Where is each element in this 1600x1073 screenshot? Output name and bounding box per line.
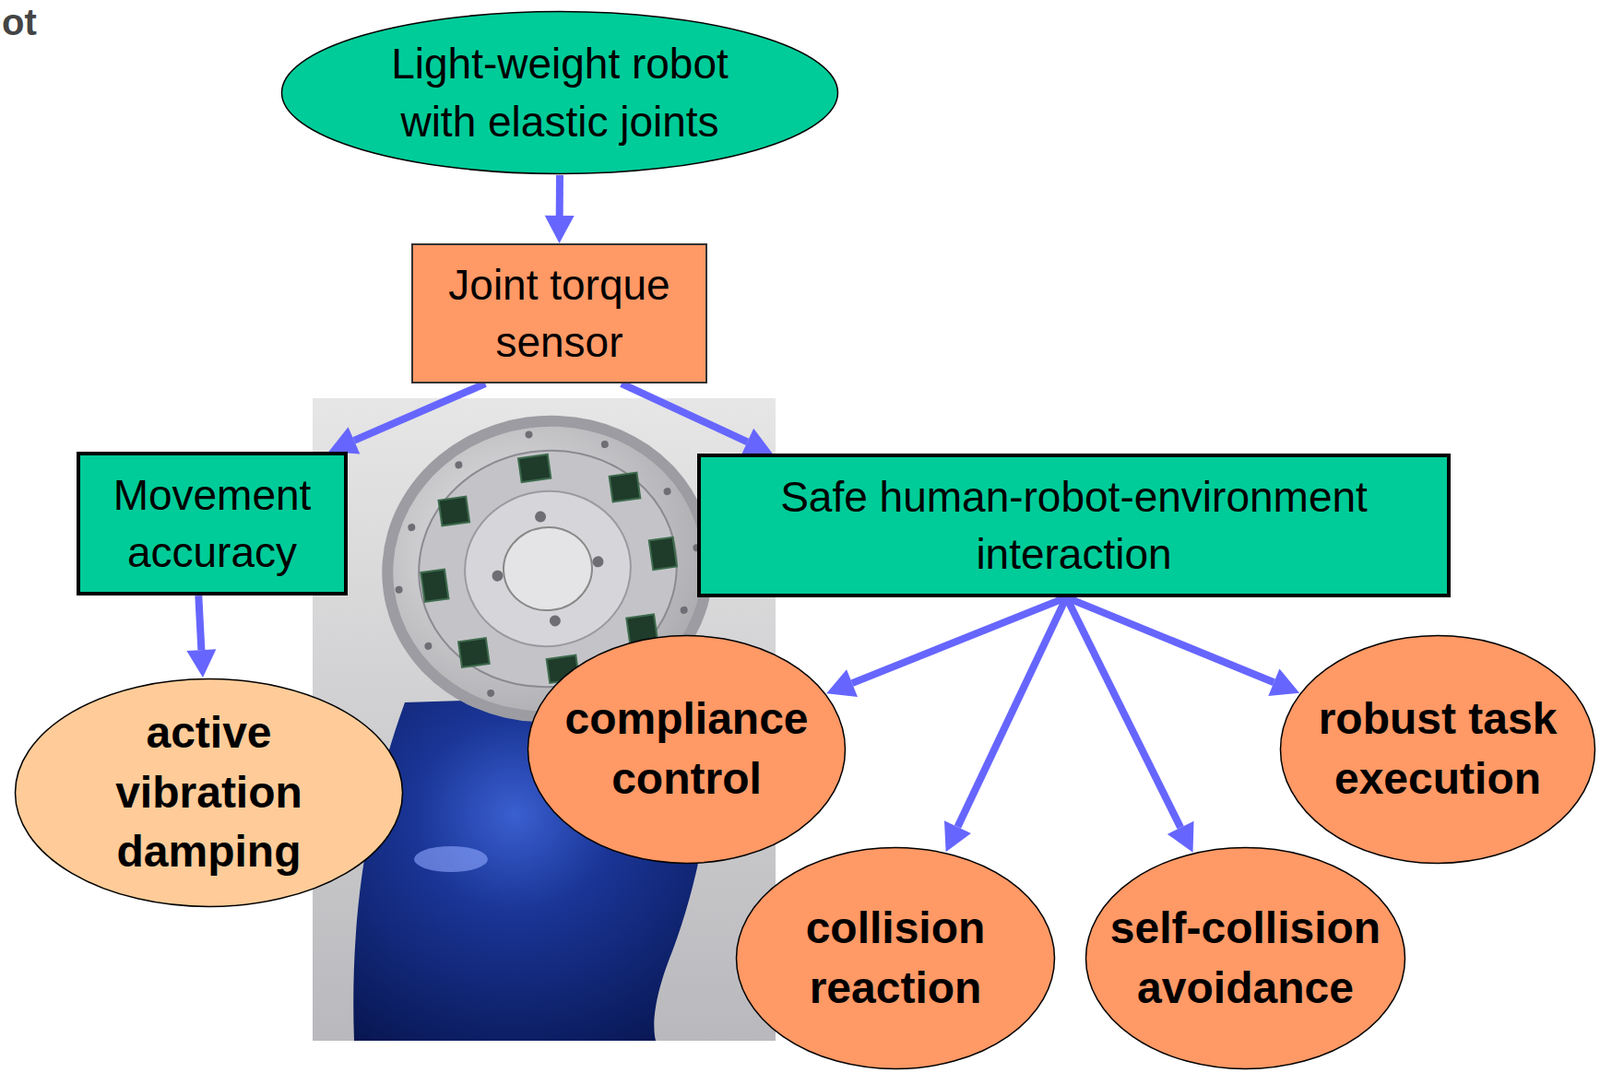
node-text: active vibration damping	[115, 708, 303, 878]
arrow-shaft	[1066, 597, 1181, 829]
arrow-shaft	[621, 383, 748, 442]
gauge-board	[609, 473, 641, 503]
disc-hub	[454, 480, 641, 657]
bolt-hole	[454, 461, 463, 470]
ellipse-outline	[526, 634, 847, 866]
node-text-block: active vibration damping	[89, 703, 330, 883]
node-text-block: Movement accuracy	[87, 466, 337, 581]
feature-ellipse: active vibration damping	[13, 677, 404, 909]
node-text-block: Safe human-robot-environment interaction	[733, 468, 1416, 583]
ellipse-shape	[282, 11, 839, 175]
root-ellipse: Light-weight robot with elastic joints	[280, 10, 840, 176]
ellipse-shape	[528, 636, 846, 865]
feature-ellipse: robust task execution	[1279, 634, 1597, 866]
arrow-shaft	[556, 175, 564, 216]
arrow-head	[944, 820, 972, 853]
arrow-shaft	[957, 597, 1067, 828]
bolt-hole	[663, 487, 672, 497]
gauge-board	[420, 569, 449, 603]
node-text: Movement accuracy	[113, 471, 312, 577]
flow-arrow	[944, 597, 1067, 853]
bolt-hole	[394, 585, 403, 594]
arrow-head	[545, 215, 575, 244]
bolt-hole	[592, 556, 605, 569]
goal-box: Safe human-robot-environment interaction	[697, 453, 1451, 598]
gauge-board	[518, 454, 551, 483]
node-text: Light-weight robot with elastic joints	[391, 39, 729, 145]
arrow-head	[328, 426, 360, 454]
flow-arrow	[1066, 597, 1194, 854]
flow-arrow	[621, 383, 773, 456]
arrow-head	[1268, 668, 1300, 697]
gauge-board	[458, 638, 490, 668]
node-text-block: Light-weight robot with elastic joints	[356, 35, 763, 150]
arrow-head	[186, 649, 216, 678]
flow-arrow	[1066, 597, 1300, 697]
node-text-block: compliance control	[548, 689, 826, 810]
node-text-block: Joint torque sensor	[421, 256, 699, 371]
feature-ellipse: collision reaction	[734, 846, 1056, 1071]
node-text: self-collision avoidance	[1110, 903, 1381, 1013]
arrow-shaft	[198, 595, 202, 651]
feature-ellipse: self-collision avoidance	[1084, 846, 1407, 1071]
bolt-hole	[679, 605, 688, 615]
bolt-hole	[548, 615, 562, 629]
arrow-head	[1167, 821, 1195, 854]
ellipse-outline	[280, 10, 840, 176]
bolt-hole	[407, 523, 416, 533]
disc-bore	[497, 521, 598, 617]
arrow-shaft	[1066, 597, 1274, 683]
bolt-hole	[486, 688, 496, 698]
arrow-shaft	[354, 383, 486, 441]
node-text: Joint torque sensor	[448, 260, 670, 367]
ellipse-outline	[734, 846, 1056, 1071]
bolt-hole	[491, 569, 505, 583]
ellipse-shape	[15, 679, 403, 908]
ellipse-shape	[1280, 636, 1596, 865]
ellipse-shape	[1086, 848, 1406, 1070]
flow-arrow	[186, 595, 216, 678]
arrow-head	[826, 669, 858, 698]
flow-arrow	[328, 383, 486, 455]
housing-highlight	[414, 846, 488, 873]
title-fragment: ot	[1, 1, 37, 44]
gauge-board	[649, 537, 677, 570]
sensor-box: Joint torque sensor	[411, 243, 708, 384]
node-text-block: collision reaction	[775, 899, 1016, 1020]
feature-ellipse: compliance control	[526, 634, 847, 866]
goal-box: Movement accuracy	[76, 451, 348, 596]
bolt-hole	[533, 510, 547, 524]
flow-arrow	[545, 175, 575, 244]
bolt-hole	[424, 641, 433, 651]
node-text-block: self-collision avoidance	[1098, 899, 1394, 1020]
ellipse-outline	[1279, 634, 1597, 866]
node-text: compliance control	[564, 694, 808, 804]
node-text: Safe human-robot-environment interaction	[780, 473, 1368, 579]
ellipse-outline	[1084, 846, 1407, 1071]
ellipse-shape	[736, 848, 1055, 1070]
node-text: collision reaction	[805, 903, 986, 1013]
node-text: robust task execution	[1318, 694, 1558, 804]
bolt-hole	[600, 440, 609, 450]
gauge-board	[438, 497, 471, 527]
bolt-hole	[524, 430, 534, 439]
arrow-head	[741, 428, 773, 456]
node-text-block: robust task execution	[1299, 689, 1577, 810]
